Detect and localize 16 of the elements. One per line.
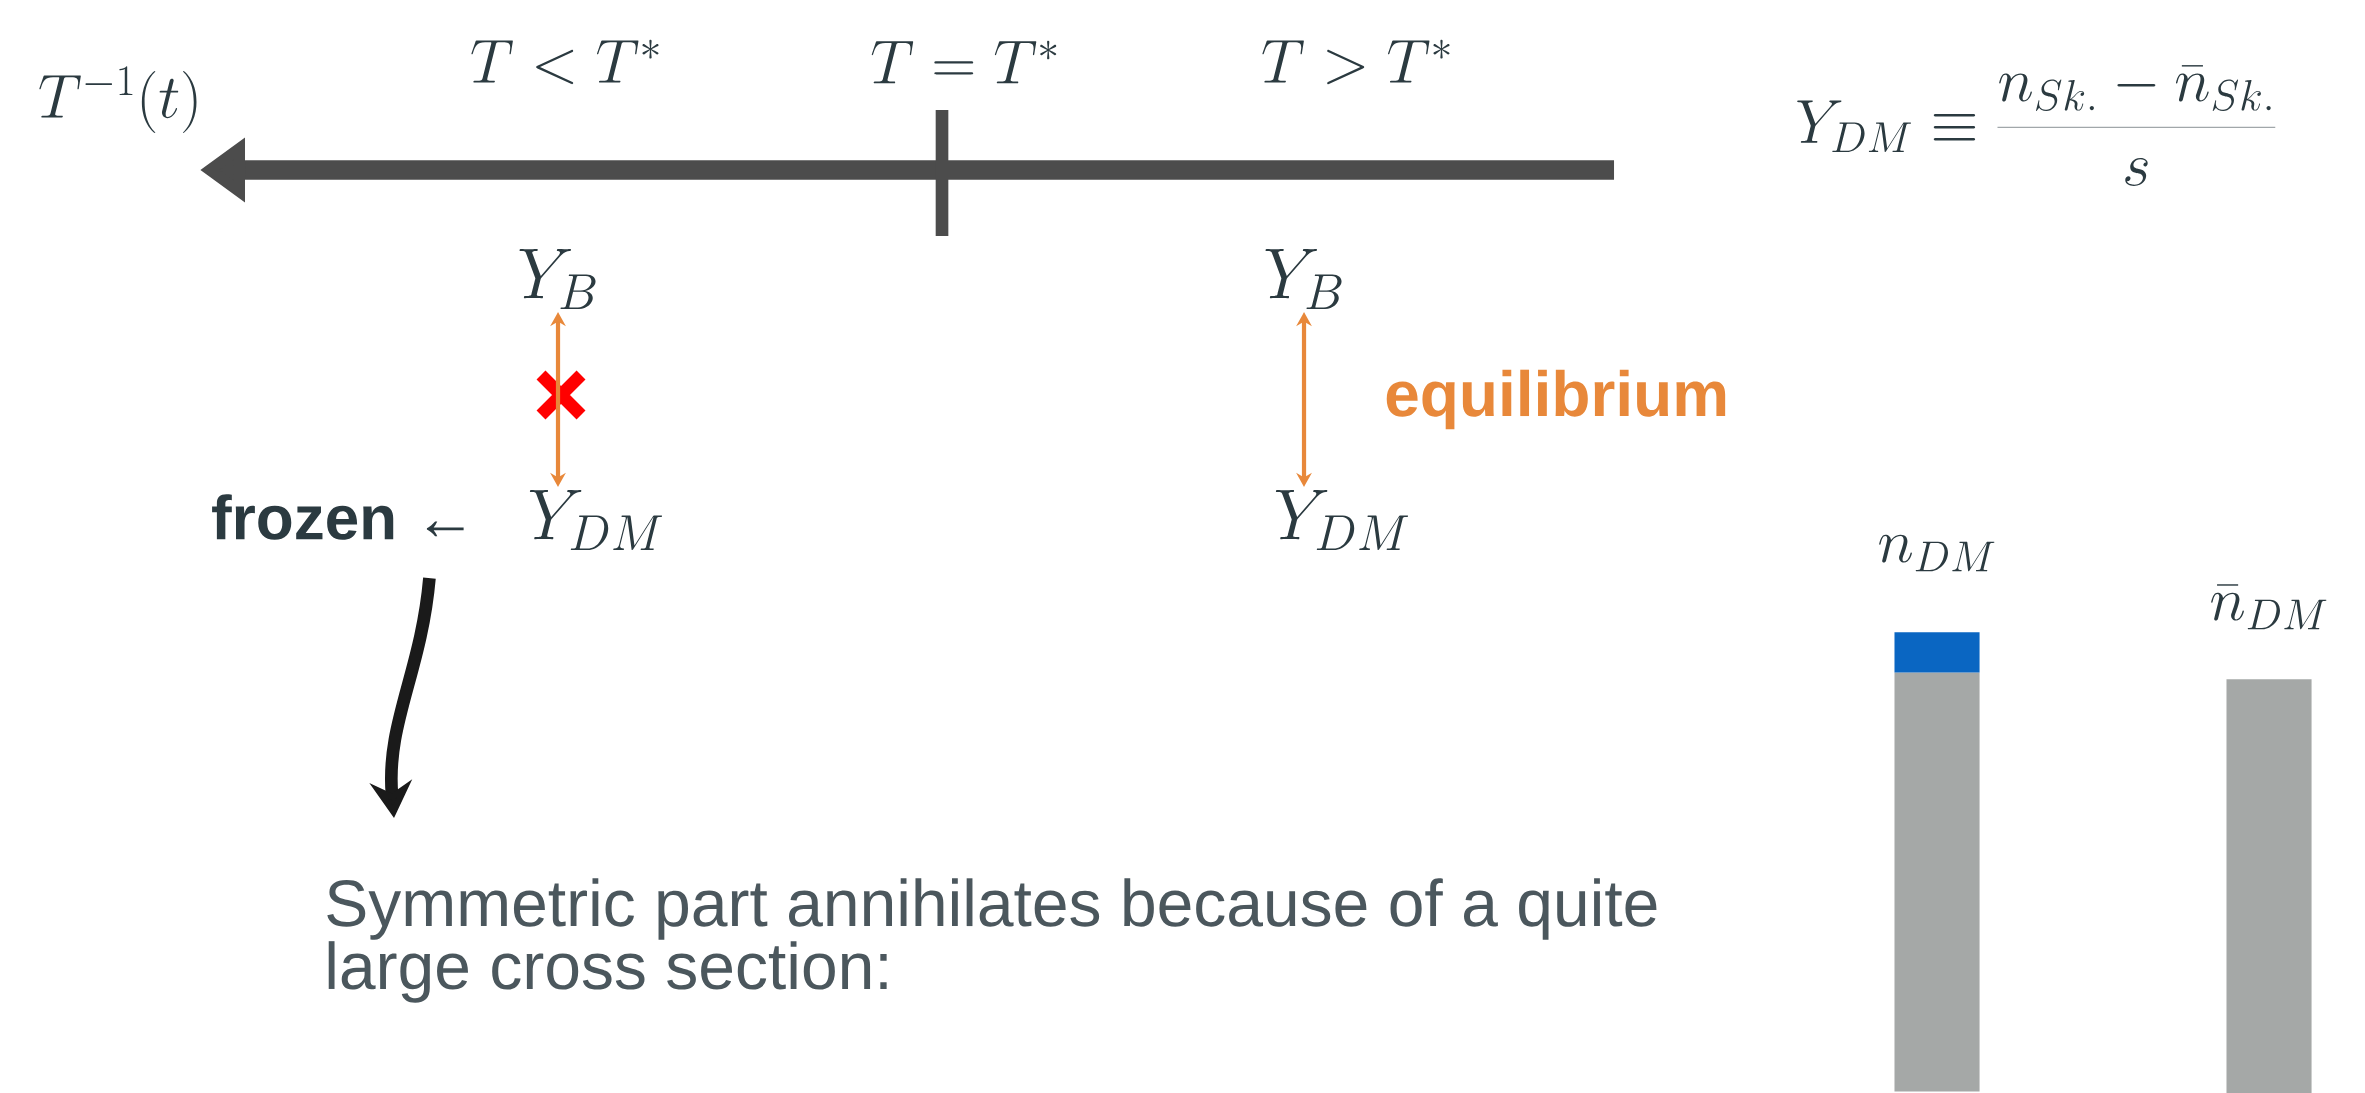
math-label: $T^{-1}(t)$	[39, 66, 197, 134]
bar: $n_{DM}$	[1879, 534, 1995, 1092]
math-symbol: $Y_{DM}$	[1275, 490, 1409, 550]
edge-label: equilibrium	[1386, 369, 1726, 430]
bar: $\bar{n}_{DM}$	[2211, 584, 2327, 1093]
math-label: $T < T^*$	[471, 39, 659, 85]
math-label: $T > T^*$	[1262, 39, 1450, 85]
node-label: $\bar{n}_{DM}$	[2211, 584, 2327, 630]
math-symbol: $Y_B$	[519, 249, 596, 309]
node-label: $n_{DM}$	[1879, 534, 1995, 572]
text-label: frozen ←	[212, 494, 464, 540]
formula: $Y_{DM} \equiv \frac{n_{Sk.} - \bar{n}_{Sk.}}{s}$	[1797, 65, 2276, 186]
math-symbol: $Y_{DM}$	[529, 490, 663, 550]
math-symbol: $Y_B$	[1265, 249, 1342, 309]
math-label: $T = T^*$	[871, 40, 1057, 84]
text-paragraph: Symmetric part annihilates because of a quite large cross section:	[327, 878, 1657, 1003]
